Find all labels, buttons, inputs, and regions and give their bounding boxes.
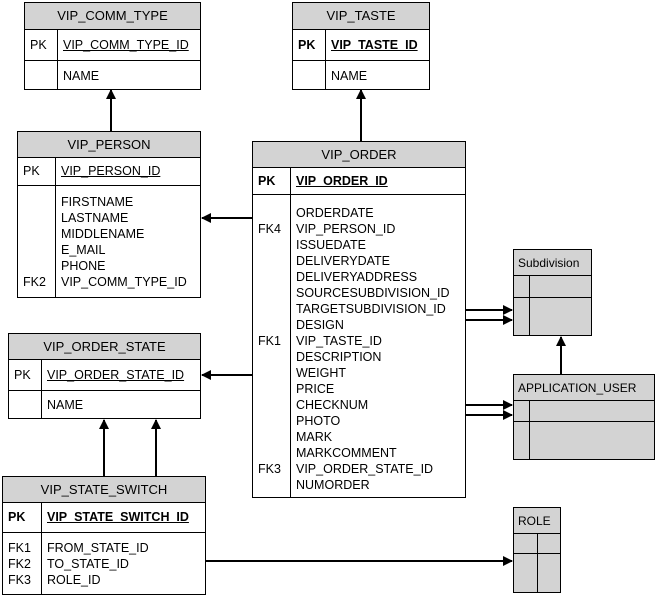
pk-label: PK bbox=[8, 510, 26, 524]
entity-vip-order-state[interactable]: VIP_ORDER_STATE PK VIP_ORDER_STATE_ID NA… bbox=[8, 333, 201, 419]
pk-label: PK bbox=[23, 164, 40, 178]
pk-field: VIP_PERSON_ID bbox=[61, 164, 161, 178]
entity-title: APPLICATION_USER bbox=[514, 375, 654, 401]
attribute-row: FK1 FK2 FK3 FROM_STATE_ID TO_STATE_ID RO… bbox=[3, 533, 205, 594]
attribute-row: NAME bbox=[25, 61, 200, 89]
entity-body bbox=[514, 276, 591, 335]
entity-title: VIP_PERSON bbox=[18, 132, 200, 158]
entity-title: ROLE bbox=[514, 508, 560, 534]
fk-labels: FK1 FK2 FK3 bbox=[8, 541, 31, 587]
entity-body bbox=[514, 401, 654, 459]
attribute-row: NAME bbox=[9, 391, 200, 418]
fk-labels: FK4 FK1 FK3 bbox=[258, 222, 281, 476]
pk-row: PK VIP_PERSON_ID bbox=[18, 158, 200, 186]
attribute-row: NAME bbox=[293, 61, 429, 89]
pk-field: VIP_COMM_TYPE_ID bbox=[63, 38, 189, 52]
entity-vip-order[interactable]: VIP_ORDER PK VIP_ORDER_ID FK4 FK1 FK3 OR… bbox=[252, 141, 466, 498]
entity-role[interactable]: ROLE bbox=[513, 507, 561, 593]
pk-label: PK bbox=[298, 38, 316, 52]
entity-title: VIP_STATE_SWITCH bbox=[3, 477, 205, 503]
pk-row: PK VIP_ORDER_ID bbox=[253, 168, 465, 195]
entity-vip-person[interactable]: VIP_PERSON PK VIP_PERSON_ID FK2 FIRSTNAM… bbox=[17, 131, 201, 298]
entity-title: VIP_ORDER bbox=[253, 142, 465, 168]
entity-vip-taste[interactable]: VIP_TASTE PK VIP_TASTE_ID NAME bbox=[292, 2, 430, 90]
pk-label: PK bbox=[258, 174, 276, 188]
entity-application-user[interactable]: APPLICATION_USER bbox=[513, 374, 655, 460]
attribute-list: FROM_STATE_ID TO_STATE_ID ROLE_ID bbox=[47, 541, 149, 587]
pk-label: PK bbox=[30, 38, 47, 52]
entity-title: Subdivision bbox=[514, 250, 591, 276]
fk-labels: FK2 bbox=[23, 275, 46, 289]
pk-row: PK VIP_TASTE_ID bbox=[293, 30, 429, 61]
attribute-list: NAME bbox=[47, 398, 84, 412]
pk-field: VIP_ORDER_STATE_ID bbox=[47, 368, 185, 382]
attribute-list: ORDERDATE VIP_PERSON_ID ISSUEDATE DELIVE… bbox=[296, 206, 450, 492]
pk-row: PK VIP_ORDER_STATE_ID bbox=[9, 360, 200, 391]
pk-field: VIP_TASTE_ID bbox=[331, 38, 418, 52]
entity-title: VIP_TASTE bbox=[293, 3, 429, 30]
pk-field: VIP_ORDER_ID bbox=[296, 174, 388, 188]
pk-label: PK bbox=[14, 368, 31, 382]
pk-row: PK VIP_COMM_TYPE_ID bbox=[25, 30, 200, 61]
entity-vip-state-switch[interactable]: VIP_STATE_SWITCH PK VIP_STATE_SWITCH_ID … bbox=[2, 476, 206, 595]
attribute-row: FK2 FIRSTNAME LASTNAME MIDDLENAME E_MAIL… bbox=[18, 186, 200, 297]
attribute-list: NAME bbox=[63, 69, 100, 83]
pk-field: VIP_STATE_SWITCH_ID bbox=[47, 510, 189, 524]
attribute-row: FK4 FK1 FK3 ORDERDATE VIP_PERSON_ID ISSU… bbox=[253, 195, 465, 497]
entity-vip-comm-type[interactable]: VIP_COMM_TYPE PK VIP_COMM_TYPE_ID NAME bbox=[24, 2, 201, 90]
attribute-list: FIRSTNAME LASTNAME MIDDLENAME E_MAIL PHO… bbox=[61, 195, 187, 289]
entity-title: VIP_COMM_TYPE bbox=[25, 3, 200, 30]
pk-row: PK VIP_STATE_SWITCH_ID bbox=[3, 503, 205, 533]
attribute-list: NAME bbox=[331, 69, 368, 83]
entity-title: VIP_ORDER_STATE bbox=[9, 334, 200, 360]
entity-subdivision[interactable]: Subdivision bbox=[513, 249, 592, 336]
